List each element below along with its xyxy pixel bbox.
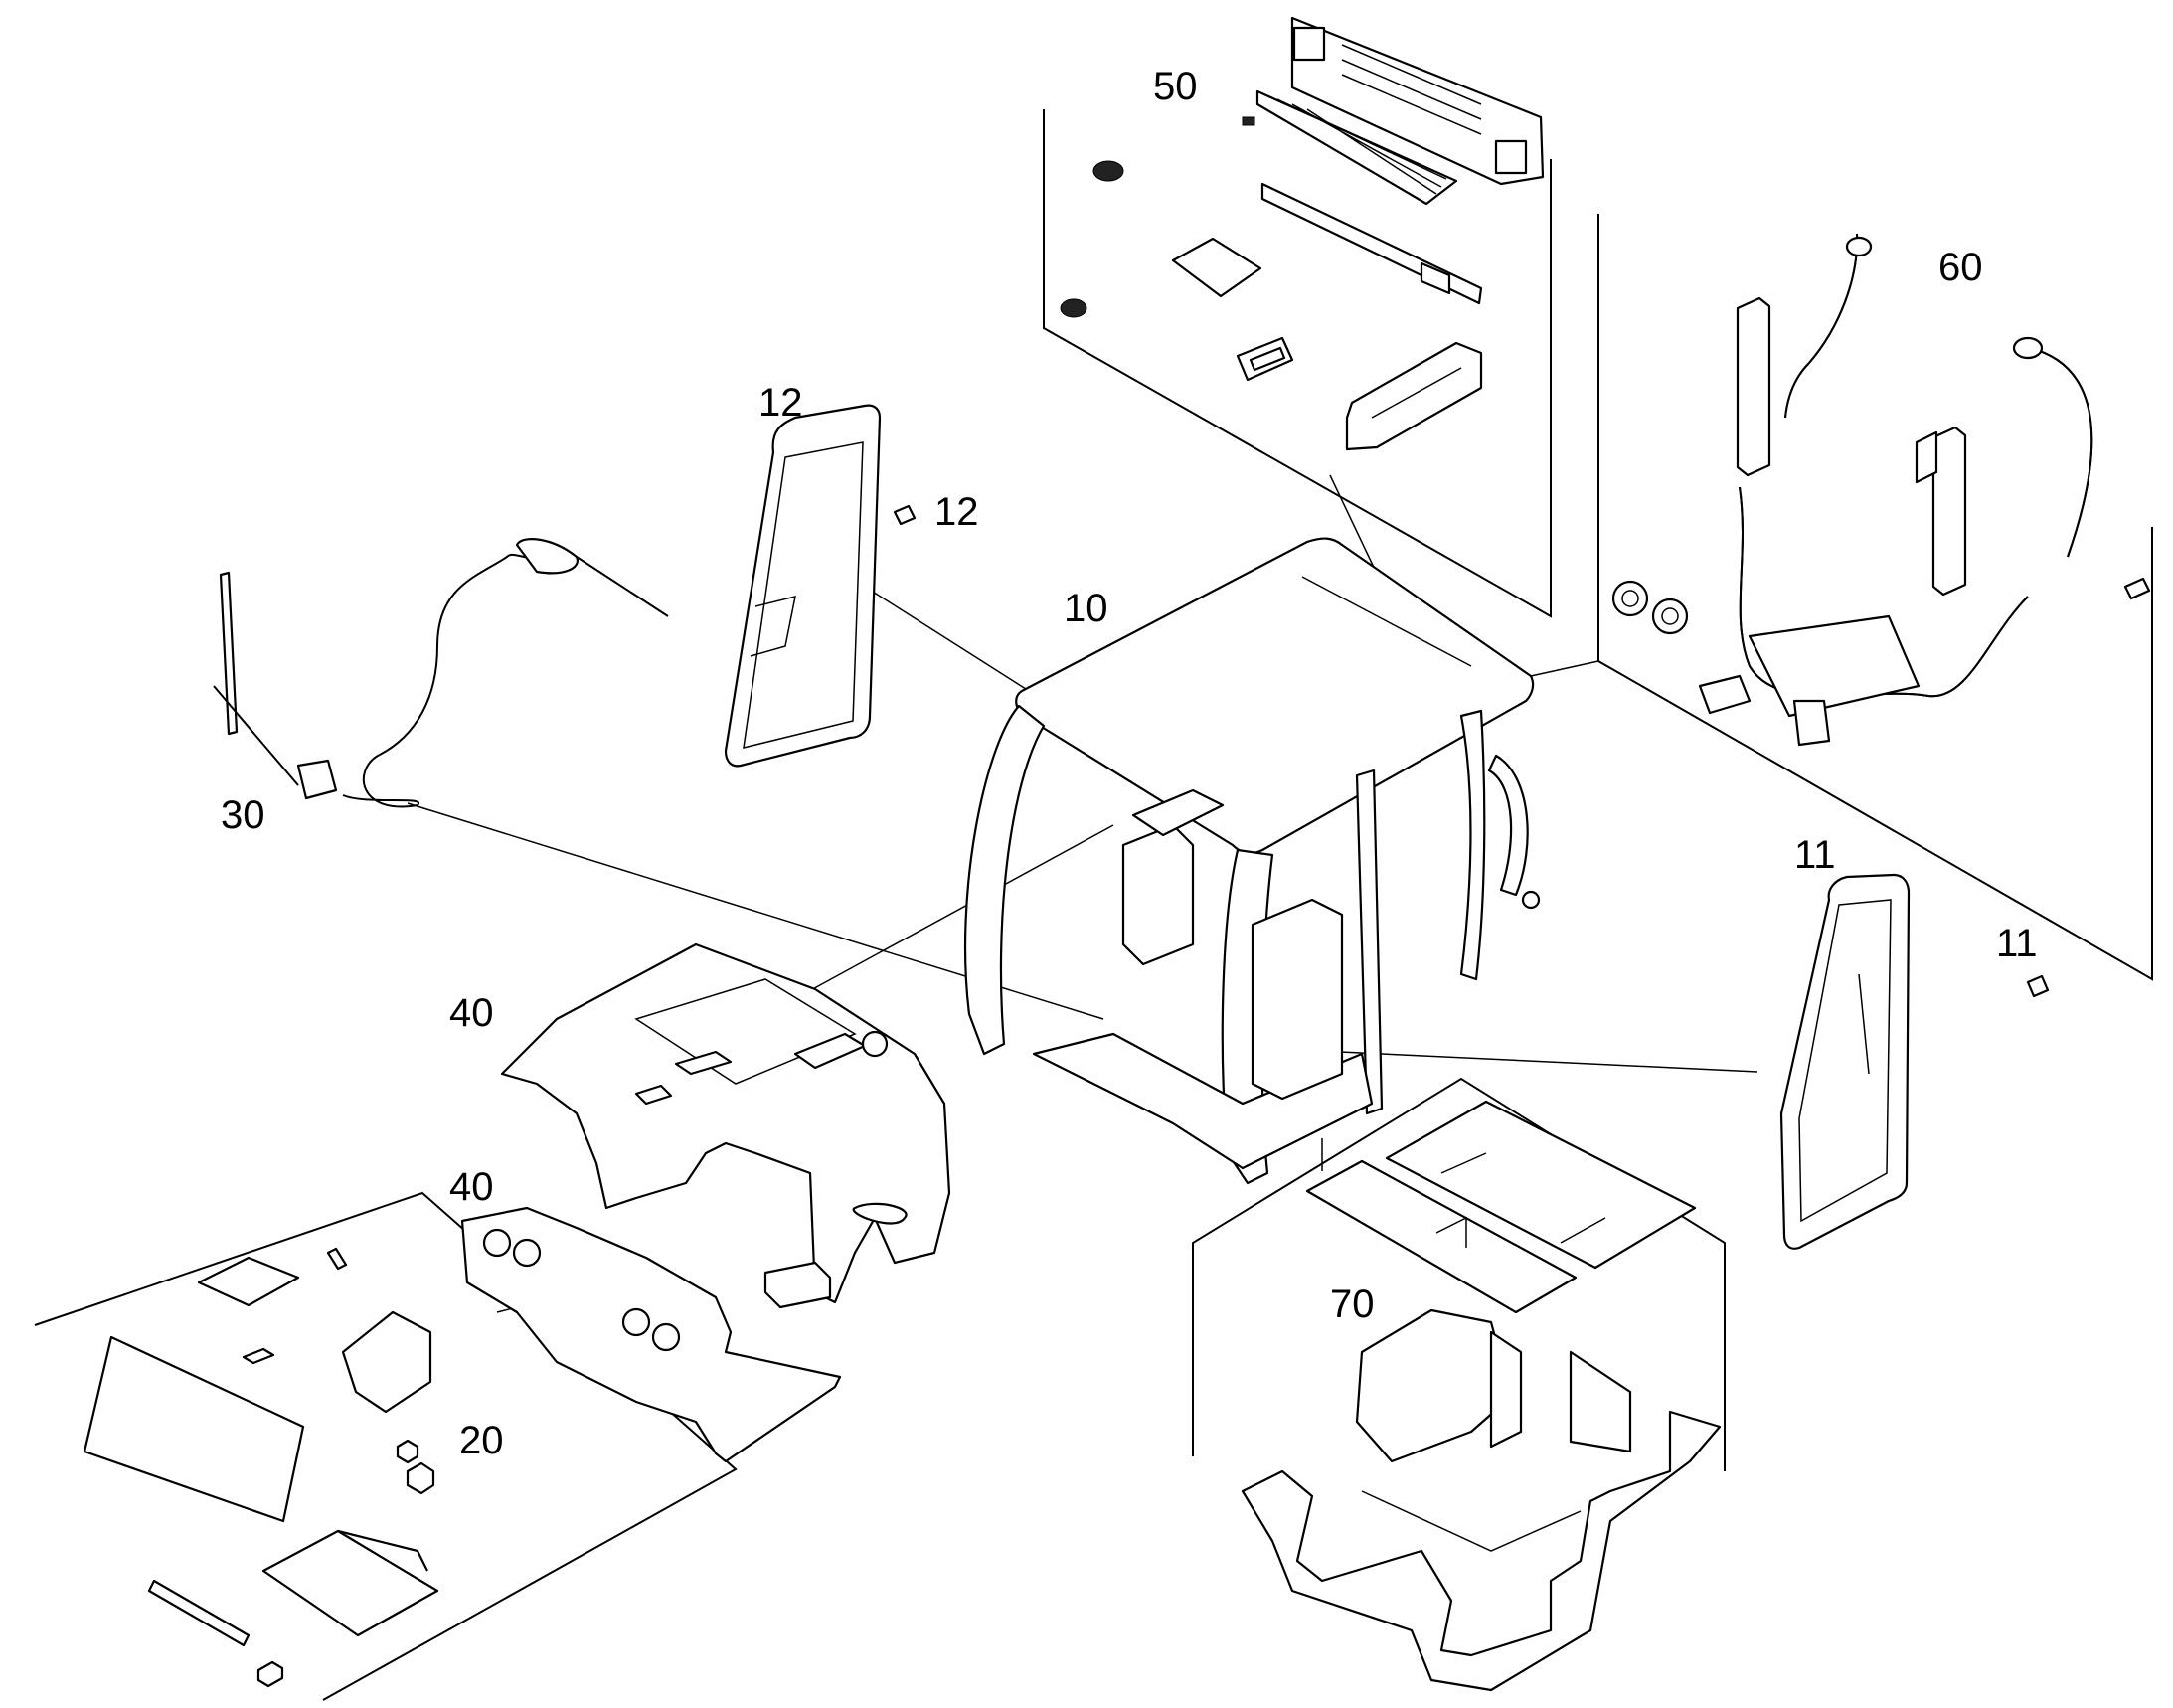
callout-labels: 50 60 12 12 10 30 11 11 40 40 70 20 [221,65,2038,1462]
door-left-12 [724,404,917,768]
callout-10: 10 [1064,587,1108,630]
roof-vent-parts [1060,16,1545,451]
cab-frame-10 [964,537,1541,1185]
callout-70: 70 [1330,1282,1375,1326]
wiper-harness-30 [213,538,669,808]
group-50-panel [1043,109,1552,618]
callout-40-upper: 40 [449,991,494,1035]
heater-ducting-parts [1611,233,2151,747]
floor-base-70 [1241,1100,1722,1692]
callout-30: 30 [221,793,265,837]
callout-20: 20 [459,1419,504,1462]
door-right-11 [1779,873,2050,1250]
callout-11-door: 11 [1794,833,1836,877]
group-60-panel [1597,214,2153,981]
callout-12-latch: 12 [934,490,979,534]
callout-40-lower: 40 [449,1165,494,1209]
callout-11-latch: 11 [1996,922,2038,965]
callout-60: 60 [1938,246,1983,289]
group-70-panel [1192,1077,1726,1471]
dashboard-40-upper [500,942,951,1309]
floor-parts-20 [83,1247,439,1688]
panel-40-lower [460,1206,842,1463]
callout-12-door: 12 [758,381,803,425]
callout-50: 50 [1153,65,1198,108]
